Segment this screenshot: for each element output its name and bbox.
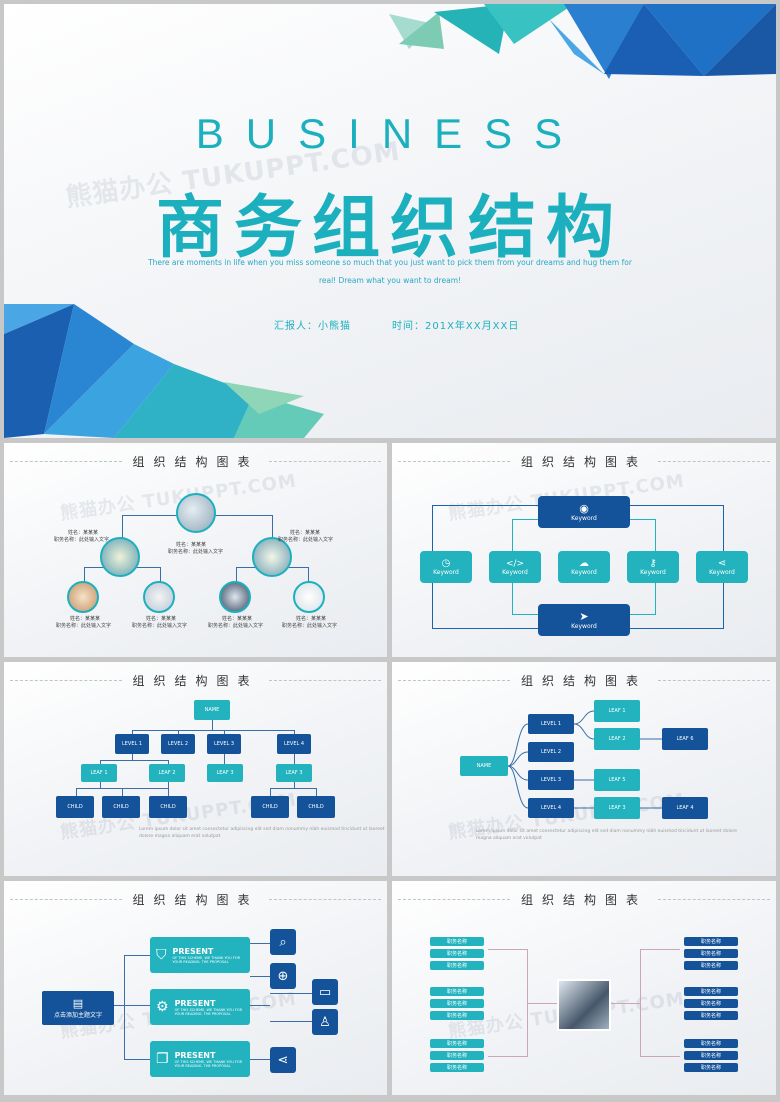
avatar-top bbox=[176, 493, 216, 533]
slide-title: 组织结构图表 bbox=[392, 453, 776, 470]
user-icon: ♙ bbox=[312, 1009, 338, 1035]
cover-subtitle-1: There are moments in life when you miss … bbox=[148, 258, 632, 267]
slide-horizontal-tree: 组织结构图表 熊猫办公 TUKUPPT.COM NAME LEVEL 1 LEV… bbox=[392, 662, 776, 876]
horizontal-tree-links bbox=[507, 710, 662, 809]
handshake-photo bbox=[557, 979, 611, 1031]
share-icon: ⋖ bbox=[270, 1047, 296, 1073]
keyword-2: </>Keyword bbox=[489, 551, 541, 583]
search-icon: ⌕ bbox=[270, 929, 296, 955]
keyword-1: ◷Keyword bbox=[420, 551, 472, 583]
keyword-4: ⚷Keyword bbox=[627, 551, 679, 583]
tree-level-4: LEVEL 4 bbox=[277, 734, 311, 754]
slide-roles: 组织结构图表 熊猫办公 TUKUPPT.COM 职务名称 职务名称 职务名称 职… bbox=[392, 881, 776, 1095]
keyword-5: ⋖Keyword bbox=[696, 551, 748, 583]
avatar-1 bbox=[67, 581, 99, 613]
tree-root: NAME bbox=[194, 700, 230, 720]
tree-leaf-2: LEAF 2 bbox=[149, 764, 185, 782]
keyword-3: ☁Keyword bbox=[558, 551, 610, 583]
tree-leaf-3: LEAF 3 bbox=[207, 764, 243, 782]
avatar-2 bbox=[143, 581, 175, 613]
slide-keyword-diagram: 组织结构图表 熊猫办公 TUKUPPT.COM ◉Keyword ➤Keywor… bbox=[392, 443, 776, 657]
globe-icon: ⊕ bbox=[270, 963, 296, 989]
keyword-bottom: ➤Keyword bbox=[538, 604, 630, 636]
tree-level-3: LEVEL 3 bbox=[207, 734, 241, 754]
slide-org-photos: 组织结构图表 熊猫办公 TUKUPPT.COM 姓名：某某某 职务名称：此处输入… bbox=[4, 443, 387, 657]
tree-body-text: Lorem ipsum dolor sit amet consectetur a… bbox=[139, 827, 385, 839]
main-topic-box: ▤点击添加主题文字 bbox=[42, 991, 114, 1025]
avatar-right bbox=[252, 537, 292, 577]
avatar-left bbox=[100, 537, 140, 577]
avatar-4 bbox=[293, 581, 325, 613]
slide-title: 组织结构图表 bbox=[4, 453, 387, 470]
tree-leaf-1: LEAF 1 bbox=[81, 764, 117, 782]
monitor-icon: ▭ bbox=[312, 979, 338, 1005]
tree-level-2: LEVEL 2 bbox=[161, 734, 195, 754]
cover-title-en: BUSINESS bbox=[195, 110, 585, 157]
slide-tree-chart: 组织结构图表 熊猫办公 TUKUPPT.COM NAME LEVEL 1 LEV… bbox=[4, 662, 387, 876]
keyword-top: ◉Keyword bbox=[538, 496, 630, 528]
tree-leaf-4: LEAF 3 bbox=[276, 764, 312, 782]
cover-title-cn: 商务组织结构 bbox=[155, 189, 624, 268]
cover-reporter: 汇报人：小熊猫 bbox=[274, 321, 351, 332]
tree-level-1: LEVEL 1 bbox=[115, 734, 149, 754]
cover-subtitle-2: real! Dream what you want to dream! bbox=[318, 276, 462, 285]
slide-present: 组织结构图表 熊猫办公 TUKUPPT.COM ▤点击添加主题文字 ⛉ PRES… bbox=[4, 881, 387, 1095]
cover-polygon-decoration bbox=[4, 4, 776, 438]
cover-slide: 熊猫办公 TUKUPPT.COM BUSINESS 商务组织结构 There a… bbox=[4, 4, 776, 438]
avatar-3 bbox=[219, 581, 251, 613]
cover-time: 时间：201X年XX月XX日 bbox=[392, 321, 520, 332]
